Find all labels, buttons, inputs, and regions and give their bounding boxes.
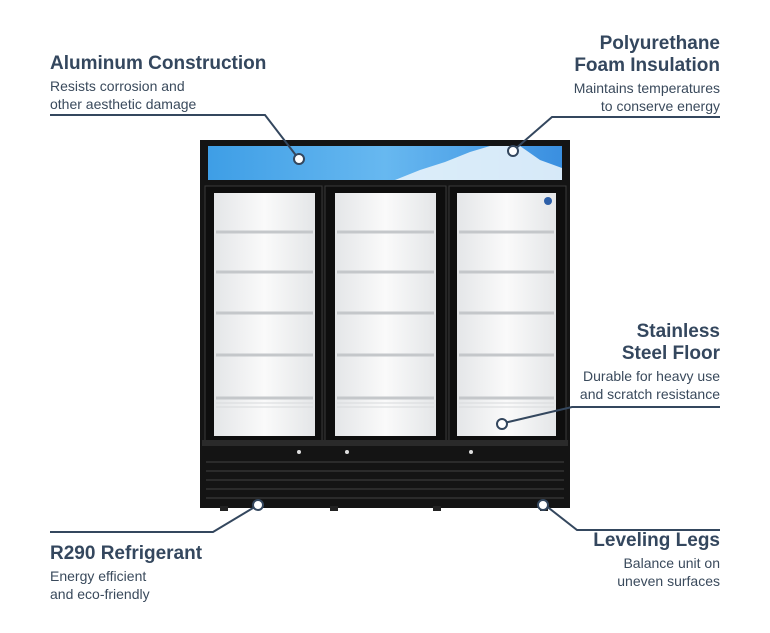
shelf-grids (216, 402, 554, 408)
callout-insulation: Polyurethane Foam Insulation Maintains t… (574, 33, 720, 115)
callout-title: Polyurethane Foam Insulation (574, 33, 720, 77)
door-rail (202, 440, 568, 446)
marker-legs (537, 499, 549, 511)
shelves (216, 230, 554, 400)
callout-title: Leveling Legs (593, 530, 720, 551)
callout-aluminum: Aluminum Construction Resists corrosion … (50, 53, 266, 113)
leg (220, 506, 228, 511)
marker-aluminum (293, 153, 305, 165)
callout-desc: Maintains temperatures to conserve energ… (574, 79, 720, 115)
leader-refrigerant (50, 504, 259, 533)
callout-desc: Durable for heavy use and scratch resist… (580, 367, 720, 403)
desc-line: Maintains temperatures (573, 80, 720, 96)
title-line: Polyurethane (599, 33, 720, 54)
header-cloud (395, 146, 562, 180)
leg (433, 506, 441, 511)
lock-dot (469, 450, 473, 454)
leader-legs (544, 504, 720, 531)
desc-line: and eco-friendly (50, 586, 150, 602)
callout-title: Stainless Steel Floor (580, 321, 720, 365)
leader-floor (503, 406, 720, 424)
marker-refrigerant (252, 499, 264, 511)
callout-title: Aluminum Construction (50, 53, 267, 74)
title-line: Stainless (636, 321, 720, 342)
brand-logo-icon (544, 197, 552, 205)
leader-insulation (513, 116, 720, 151)
callout-desc: Balance unit on uneven surfaces (593, 554, 720, 590)
desc-line: uneven surfaces (617, 573, 720, 589)
callout-floor: Stainless Steel Floor Durable for heavy … (580, 321, 720, 403)
marker-floor (496, 418, 508, 430)
desc-line: Resists corrosion and (50, 78, 185, 94)
callout-title: R290 Refrigerant (50, 543, 203, 564)
lock-dot (345, 450, 349, 454)
lock-dot (297, 450, 301, 454)
title-line: Steel Floor (621, 343, 720, 364)
desc-line: and scratch resistance (579, 386, 720, 402)
desc-line: other aesthetic damage (50, 96, 197, 112)
desc-line: Energy efficient (50, 568, 147, 584)
callout-legs: Leveling Legs Balance unit on uneven sur… (593, 530, 720, 590)
title-line: Foam Insulation (574, 55, 720, 76)
desc-line: Durable for heavy use (583, 368, 720, 384)
callout-desc: Resists corrosion and other aesthetic da… (50, 77, 266, 113)
desc-line: Balance unit on (623, 555, 720, 571)
callout-refrigerant: R290 Refrigerant Energy efficient and ec… (50, 543, 202, 603)
desc-line: to conserve energy (600, 98, 720, 114)
marker-insulation (507, 145, 519, 157)
leader-aluminum (50, 114, 299, 159)
callout-desc: Energy efficient and eco-friendly (50, 567, 202, 603)
leg (330, 506, 338, 511)
grille (206, 461, 564, 499)
